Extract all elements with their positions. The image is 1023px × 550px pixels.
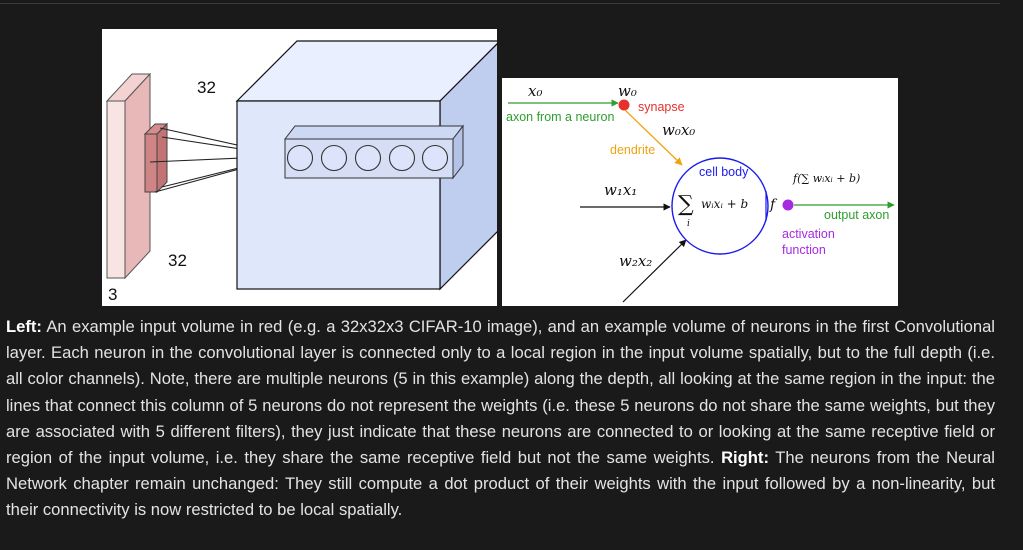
- axon-from-neuron-label: axon from a neuron: [506, 110, 614, 124]
- cell-body-circle: [671, 157, 769, 255]
- activation-dot: [782, 199, 794, 211]
- neuron-5: [421, 144, 449, 172]
- neuron-3: [354, 144, 382, 172]
- synapse-label: synapse: [638, 100, 685, 114]
- w2x2-label: w₂x₂: [619, 252, 652, 270]
- caption-left-label: Left:: [6, 317, 42, 336]
- w1x1-label: w₁x₁: [604, 181, 637, 199]
- depth-label: 3: [108, 285, 117, 304]
- synapse-dot: [618, 99, 630, 111]
- input-volume-front: [106, 100, 126, 279]
- conv-volume-figure: 32 32 3: [102, 29, 497, 306]
- neuron-2: [320, 144, 348, 172]
- neuron-circles: [286, 144, 449, 172]
- w0x0-label: w₀x₀: [662, 121, 695, 139]
- caption-left-text: An example input volume in red (e.g. a 3…: [6, 317, 995, 468]
- receptive-field-side: [156, 122, 168, 194]
- dendrite-arrow: [624, 109, 683, 166]
- height-label: 32: [197, 78, 216, 97]
- input-w2x2-arrow: [622, 239, 687, 303]
- w0-label: w₀: [618, 82, 637, 100]
- neuron-column-top: [283, 125, 465, 140]
- output-axon-label: output axon: [824, 208, 889, 222]
- sum-expression: wᵢxᵢ + b: [701, 197, 748, 211]
- activation-label-line2: function: [782, 243, 826, 257]
- neuron-1: [286, 144, 314, 172]
- conv-volume-svg: 32 32 3: [105, 40, 497, 304]
- caption-right-label: Right:: [721, 448, 769, 468]
- output-formula: f(∑ wᵢxᵢ + b): [792, 172, 860, 185]
- x0-label: x₀: [528, 82, 542, 100]
- top-divider: [0, 3, 1000, 4]
- caption-right-text: The neurons from the Neural Network chap…: [6, 448, 995, 520]
- cell-body-label: cell body: [699, 165, 749, 179]
- width-label: 32: [168, 251, 187, 270]
- neuron-model-svg: x₀ w₀ synapse axon from a neuron w₀x₀ de…: [506, 82, 895, 303]
- sum-symbol: ∑: [678, 192, 694, 217]
- receptive-field-front: [144, 133, 158, 193]
- neuron-model-figure: x₀ w₀ synapse axon from a neuron w₀x₀ de…: [502, 78, 898, 306]
- figure-caption: Left: An example input volume in red (e.…: [6, 314, 995, 524]
- sum-index: i: [687, 219, 690, 229]
- activation-f-label: f: [769, 197, 778, 213]
- dendrite-label: dendrite: [610, 143, 655, 157]
- neuron-4: [388, 144, 416, 172]
- activation-label-line1: activation: [782, 227, 835, 241]
